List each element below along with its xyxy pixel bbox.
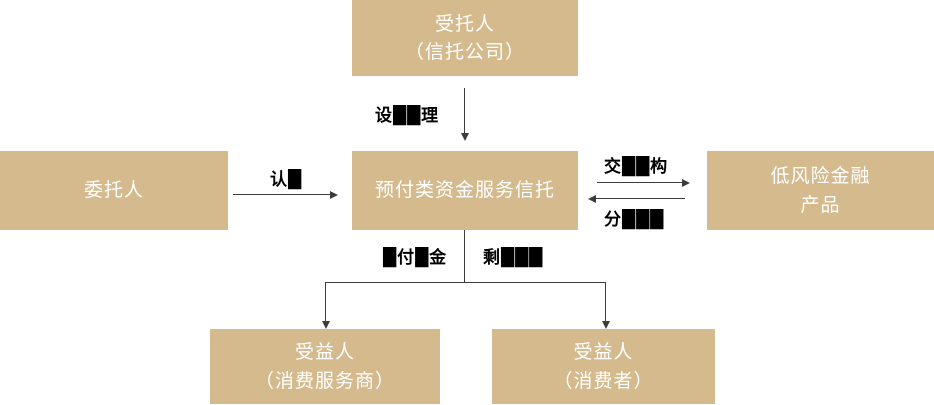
distribute-edge-label: 分███ [604, 210, 665, 230]
distribute-arrow-line [596, 198, 685, 199]
invest-edge-label: 交██构 [604, 157, 669, 177]
arrow-down-icon [461, 133, 469, 141]
beneficiary-consumer-box: 受益人 （消费者） [492, 329, 715, 404]
settlor-label: 委托人 [83, 179, 144, 202]
settlor-box: 委托人 [0, 151, 228, 230]
arrow-down-icon [322, 321, 330, 329]
beneficiary-consumer-line2: （消费者） [553, 369, 654, 392]
arrow-left-icon [588, 195, 596, 203]
trust-box: 预付类资金服务信托 [352, 151, 578, 230]
product-label-line1: 低风险金融 [770, 165, 871, 187]
arrow-right-icon [682, 179, 690, 187]
product-box: 低风险金融 产品 [707, 151, 934, 230]
arrow-down-icon [602, 321, 610, 329]
beneficiary-provider-drop-line [325, 282, 326, 322]
trustee-label-line1: 受托人 [434, 12, 495, 35]
invest-arrow-line [597, 182, 682, 183]
residual-edge-label: 剩███ [483, 248, 544, 268]
trustee-label-line2: （信托公司） [404, 41, 525, 63]
manage-arrow-line [464, 88, 465, 134]
beneficiary-consumer-line1: 受益人 [573, 341, 634, 363]
beneficiary-stem-line [464, 230, 465, 282]
product-label-line2: 产品 [800, 193, 841, 216]
beneficiary-provider-line2: （消费服务商） [254, 369, 395, 392]
subscribe-edge-label: 认█ [270, 170, 303, 190]
pay-edge-label: █付█金 [383, 248, 448, 268]
beneficiary-provider-box: 受益人 （消费服务商） [210, 329, 440, 404]
beneficiary-consumer-drop-line [605, 282, 606, 322]
subscribe-arrow-line [233, 194, 330, 195]
manage-edge-label: 设██理 [375, 106, 440, 126]
arrow-right-icon [330, 191, 338, 199]
beneficiary-provider-line1: 受益人 [294, 341, 355, 363]
trust-label: 预付类资金服务信托 [374, 179, 555, 202]
trustee-box: 受托人 （信托公司） [352, 0, 578, 76]
beneficiary-bar-line [325, 282, 606, 283]
